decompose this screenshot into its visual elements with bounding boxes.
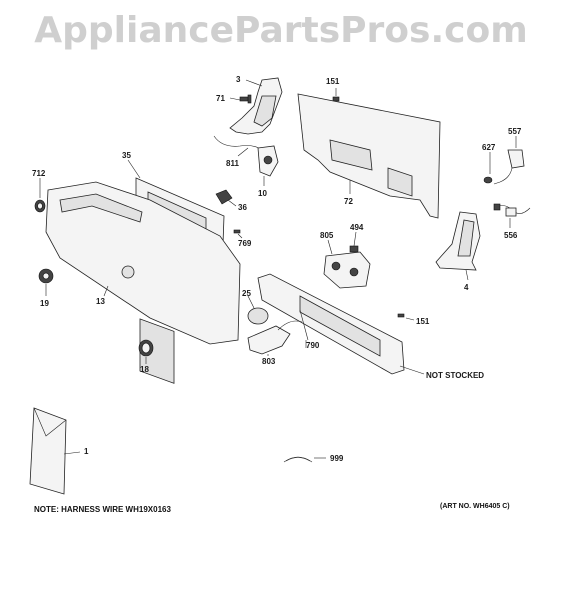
part-10-switch[interactable] [257, 145, 279, 186]
part-36-bracket[interactable] [215, 189, 237, 207]
label-25: 25 [242, 289, 251, 298]
label-494: 494 [350, 223, 364, 232]
label-557: 557 [508, 127, 522, 136]
part-790-wire[interactable] [299, 309, 309, 348]
label-556: 556 [504, 231, 518, 240]
label-36: 36 [238, 203, 247, 212]
part-71-screw[interactable] [229, 94, 252, 104]
art-number: (ART NO. WH6405 C) [440, 503, 510, 510]
label-not-stocked: NOT STOCKED [426, 371, 484, 380]
part-3-bracket[interactable] [229, 77, 283, 135]
part-bottom-rail[interactable] [257, 273, 425, 375]
label-712: 712 [32, 169, 46, 178]
label-151-lower: 151 [416, 317, 430, 326]
part-712-knob[interactable] [34, 178, 46, 213]
label-1: 1 [84, 447, 89, 456]
label-790: 790 [306, 341, 320, 350]
label-803: 803 [262, 357, 276, 366]
part-18-ring[interactable] [138, 339, 154, 364]
part-494-coil[interactable] [349, 231, 359, 253]
part-803-pump[interactable] [247, 320, 303, 356]
part-811-hose[interactable] [213, 135, 263, 157]
part-4-side-bracket[interactable] [435, 211, 481, 281]
label-13: 13 [96, 297, 105, 306]
label-627: 627 [482, 143, 496, 152]
part-1-manual[interactable] [29, 407, 81, 495]
label-18: 18 [140, 365, 149, 374]
label-10: 10 [258, 189, 267, 198]
part-556-harness[interactable] [493, 203, 531, 228]
part-19-knob[interactable] [38, 268, 54, 296]
label-769: 769 [238, 239, 252, 248]
part-627-clip[interactable] [483, 152, 493, 184]
watermark: AppliancePartsPros.com [34, 10, 528, 51]
label-72: 72 [344, 197, 353, 206]
label-999: 999 [330, 454, 344, 463]
label-151-top: 151 [326, 77, 340, 86]
label-71: 71 [216, 94, 225, 103]
label-811: 811 [226, 159, 239, 168]
part-25-dispenser[interactable] [247, 295, 269, 325]
harness-note: NOTE: HARNESS WIRE WH19X0163 [34, 505, 171, 514]
part-13-control-panel[interactable] [45, 181, 241, 384]
label-805: 805 [320, 231, 334, 240]
part-769-screw[interactable] [233, 229, 243, 239]
label-19: 19 [40, 299, 49, 308]
part-72-back-panel[interactable] [297, 93, 441, 219]
part-151-screw-top[interactable] [332, 88, 340, 102]
label-4: 4 [464, 283, 469, 292]
part-805-water-valve[interactable] [323, 239, 371, 289]
part-999-cable[interactable] [283, 456, 326, 463]
label-3: 3 [236, 75, 241, 84]
label-35: 35 [122, 151, 131, 160]
part-151-screw-lower[interactable] [397, 313, 415, 321]
part-557-sensor[interactable] [493, 136, 525, 185]
